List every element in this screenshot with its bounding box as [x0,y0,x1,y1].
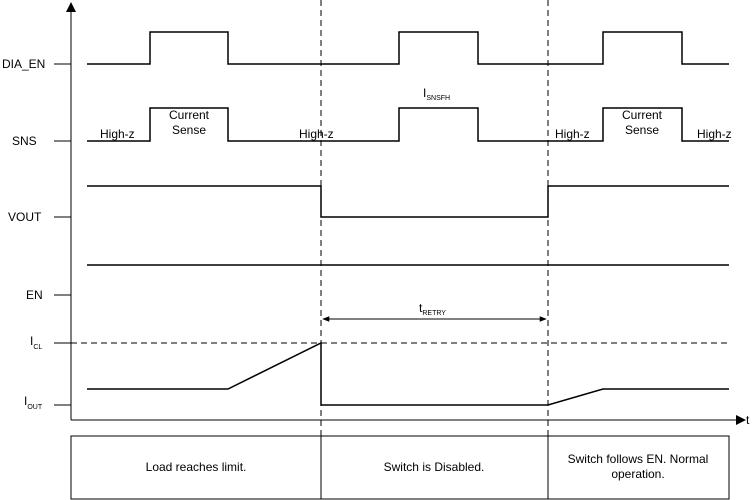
vout-label: VOUT [8,210,42,224]
y-axis-ticks [54,63,71,406]
sns-current-sense-2-line2: Sense [625,123,659,137]
panel-normal-operation-line1: Switch follows EN. Normal [568,452,709,466]
y-axis-arrow-icon [66,2,76,12]
iout-label: IOUT [24,394,43,411]
tretry-label: tRETRY [419,301,446,317]
sns-high-z-1: High-z [100,127,135,141]
icl-label: ICL [30,334,42,351]
sns-label: SNS [12,134,37,148]
dia-en-waveform [87,31,729,65]
sns-current-sense-2-line1: Current [622,108,663,122]
sns-waveform [87,107,729,142]
vout-waveform [87,185,729,218]
time-axis-label: t [746,413,750,427]
sns-high-z-2: High-z [299,127,334,141]
sns-current-sense-1-line1: Current [169,108,210,122]
dia-en-label: DIA_EN [2,57,45,71]
sns-high-z-3: High-z [555,127,590,141]
description-panel-box [70,435,730,500]
panel-normal-operation-line2: operation. [611,467,664,481]
x-axis-arrow-icon [736,415,746,425]
sns-current-sense-1-line2: Sense [172,123,206,137]
en-label: EN [26,288,43,302]
panel-load-reaches-limit: Load reaches limit. [146,460,247,474]
isnsfh-label: ISNSFH [423,86,450,102]
sns-high-z-4: High-z [697,127,732,141]
iout-waveform [87,341,729,406]
panel-switch-disabled: Switch is Disabled. [384,460,485,474]
